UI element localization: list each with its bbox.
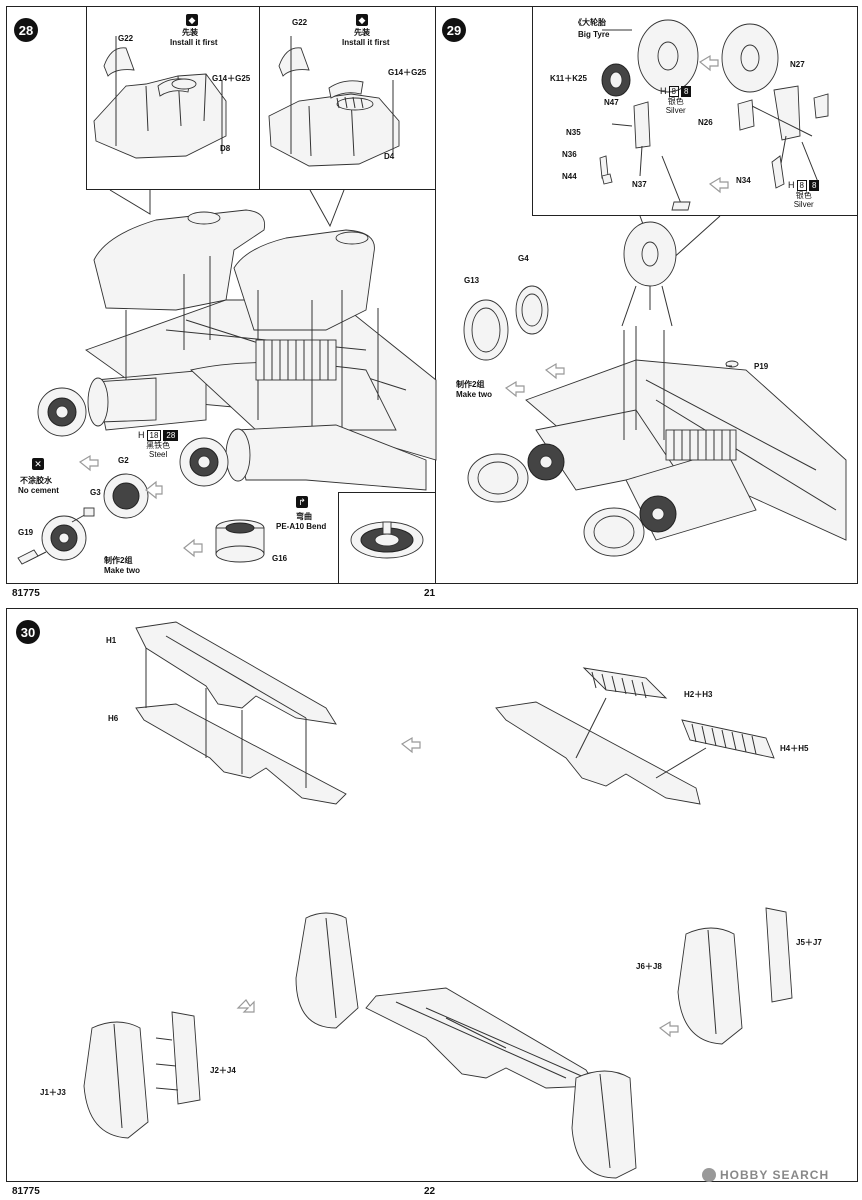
make-two-cn-28: 制作2组 [104, 556, 133, 565]
detail-callouts-28 [109, 189, 345, 228]
install-first-cn-right: 先装 [354, 28, 370, 37]
n34-label: N34 [736, 176, 751, 185]
no-cement-en: No cement [18, 486, 59, 495]
big-tyre-cn: 《大轮胎 [574, 18, 606, 27]
h6-label: H6 [108, 714, 119, 723]
n26-label: N26 [698, 118, 713, 127]
watermark-logo-icon [702, 1168, 716, 1182]
bend-cn: 弯曲 [296, 512, 312, 521]
big-tyre-en: Big Tyre [578, 30, 610, 39]
paint-cn-steel: 黑铁色 [146, 441, 171, 451]
j5-j7-label: J5＋J7 [796, 938, 822, 947]
install-first-en-left: Install it first [170, 38, 218, 47]
h1-label: H1 [106, 636, 117, 645]
paint-8c: 8 [796, 180, 807, 192]
j2-j4-label: J2＋J4 [210, 1066, 236, 1075]
paint-code-h-29a: H [660, 86, 667, 97]
paint-8d: 8 [808, 180, 820, 192]
page-21-code: 81775 [12, 588, 40, 599]
g13-label: G13 [464, 276, 480, 285]
page-22-code: 81775 [12, 1186, 40, 1197]
j6-j8-label: J6＋J8 [636, 962, 662, 971]
n47-label: N47 [604, 98, 619, 107]
paint-en-steel: Steel [149, 450, 168, 460]
cowling-detail-left-drawing [93, 36, 227, 159]
g22-label-left: G22 [118, 34, 134, 43]
install-first-icon-right: ◆ [356, 14, 368, 26]
make-two-cn-29: 制作2组 [456, 380, 485, 389]
step-30-assembly-drawing [83, 621, 793, 1179]
g16-label: G16 [272, 554, 288, 563]
paint-en-silver-1: Silver [665, 106, 686, 116]
cowling-detail-right-drawing [268, 36, 400, 167]
step-29-number: 29 [442, 18, 466, 42]
n36-label: N36 [562, 150, 577, 159]
k11-k25-label: K11＋K25 [550, 74, 587, 83]
step-28-main-assembly [17, 209, 437, 565]
paint-h18: 18 [146, 430, 162, 442]
page-22-frame [6, 608, 858, 1182]
landing-gear-detail-drawing [599, 19, 829, 211]
n35-label: N35 [566, 128, 581, 137]
step-29-main-assembly [463, 221, 847, 557]
engine-inset-drawing [350, 521, 424, 559]
paint-8b: 8 [680, 86, 692, 98]
step-28-number: 28 [14, 18, 38, 42]
n27-label: N27 [790, 60, 805, 69]
g2-label: G2 [118, 456, 129, 465]
watermark-text: HOBBY SEARCH [720, 1168, 830, 1182]
paint-8a: 8 [668, 86, 679, 98]
no-cement-cn: 不涂胶水 [20, 476, 52, 485]
paint-code-h: H [138, 430, 145, 441]
make-two-en-28: Make two [104, 566, 141, 575]
g4-label: G4 [518, 254, 529, 263]
paint-code-h-29b: H [788, 180, 795, 191]
g3-label: G3 [90, 488, 101, 497]
step-30-number: 30 [16, 620, 40, 644]
paint-cn-silver-2: 银色 [795, 191, 812, 201]
pe-a10-label: PE-A10 Bend [276, 522, 327, 531]
no-cement-icon: ✕ [32, 458, 44, 470]
g14-g25-label-right: G14＋G25 [388, 68, 427, 77]
h4-h5-label: H4＋H5 [780, 744, 809, 753]
n37-label: N37 [632, 180, 647, 189]
g14-g25-label-left: G14＋G25 [212, 74, 251, 83]
n44-label: N44 [562, 172, 577, 181]
j1-j3-label: J1＋J3 [40, 1088, 66, 1097]
p19-label: P19 [754, 362, 769, 371]
make-two-en-29: Make two [456, 390, 493, 399]
h2-h3-label: H2＋H3 [684, 690, 713, 699]
bend-icon: ↱ [296, 496, 308, 508]
paint-28: 28 [163, 430, 179, 442]
paint-en-silver-2: Silver [793, 200, 814, 210]
install-first-en-right: Install it first [342, 38, 390, 47]
install-first-icon: ◆ [186, 14, 198, 26]
g22-label-right: G22 [292, 18, 308, 27]
page-21-number: 21 [424, 588, 436, 599]
paint-cn-silver-1: 银色 [667, 97, 684, 107]
d4-label: D4 [384, 152, 395, 161]
g19-label: G19 [18, 528, 34, 537]
d8-label: D8 [220, 144, 231, 153]
install-first-cn-left: 先装 [182, 28, 198, 37]
page-22-number: 22 [424, 1186, 436, 1197]
